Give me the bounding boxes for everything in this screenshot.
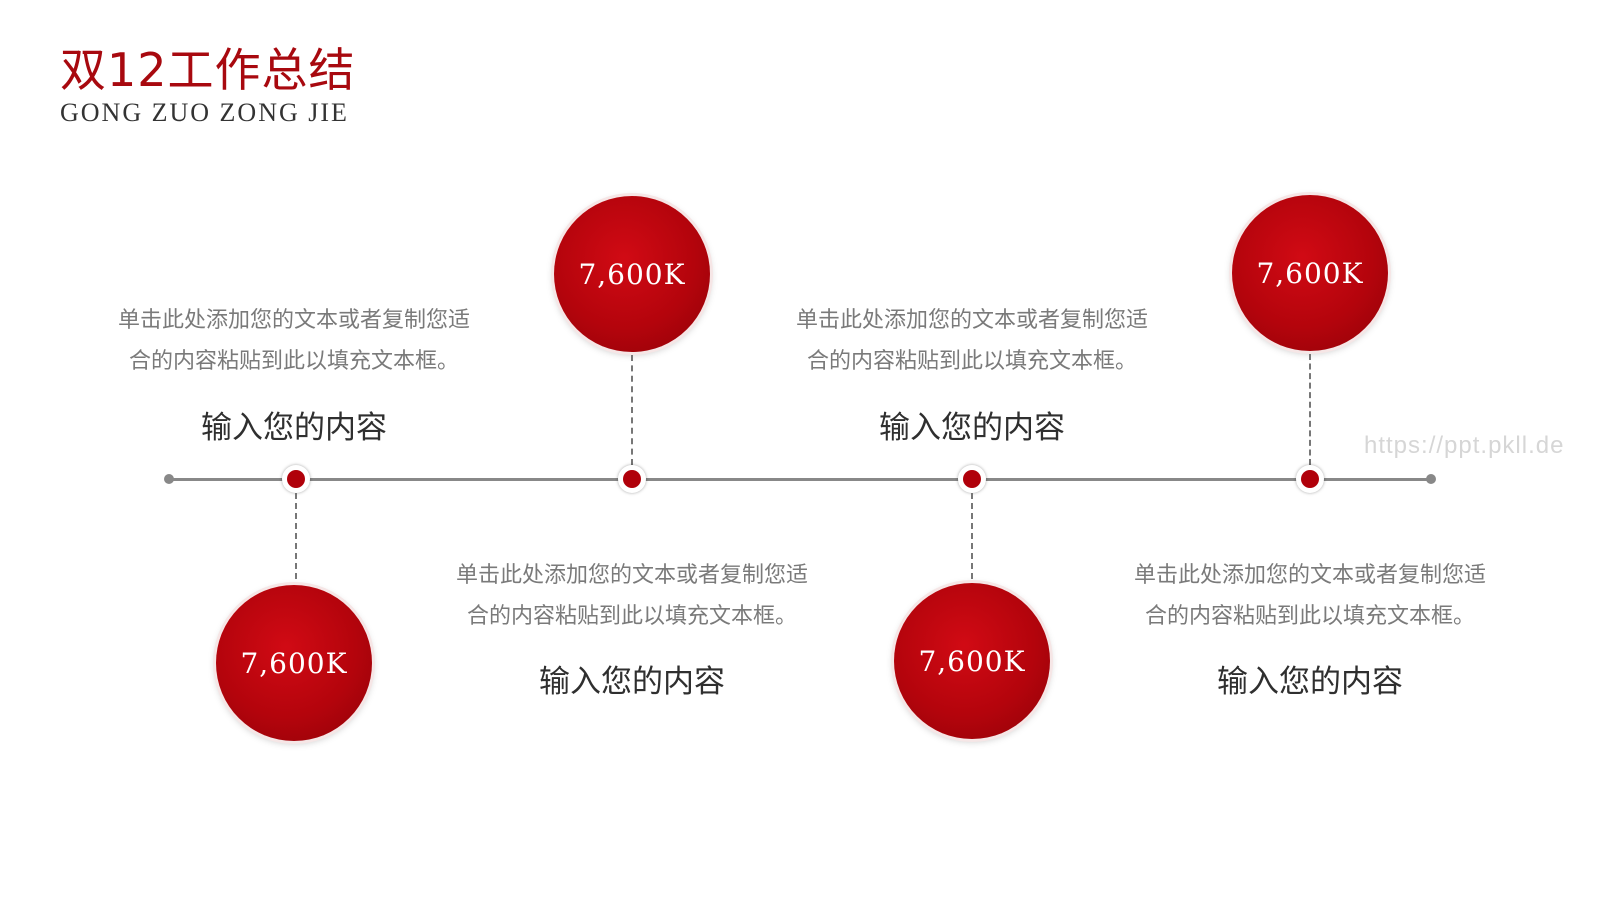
timeline-item-2-value-bubble: 7,600K [554, 196, 710, 352]
connector-line-4 [1309, 354, 1311, 465]
value-label: 7,600K [1256, 256, 1364, 290]
description-line: 合的内容粘贴到此以填充文本框。 [466, 604, 797, 629]
timeline-axis [170, 478, 1430, 481]
timeline-item-4-value-bubble: 7,600K [1232, 195, 1388, 351]
description-line: 合的内容粘贴到此以填充文本框。 [1144, 604, 1475, 629]
description-line: 合的内容粘贴到此以填充文本框。 [128, 349, 459, 374]
timeline-node-1 [282, 465, 310, 493]
watermark-text: https://ppt.pkll.de [1364, 432, 1565, 459]
connector-line-2 [631, 355, 633, 465]
description-line: 单击此处添加您的文本或者复制您适 [1133, 563, 1486, 588]
timeline-end-dot [1426, 474, 1436, 484]
timeline-item-4-heading: 输入您的内容 [1217, 664, 1403, 700]
connector-line-1 [295, 493, 297, 579]
timeline-start-dot [164, 474, 174, 484]
timeline-item-4-description: 单击此处添加您的文本或者复制您适 合的内容粘贴到此以填充文本框。 [1100, 555, 1520, 637]
connector-line-3 [971, 493, 973, 579]
value-label: 7,600K [918, 644, 1026, 678]
timeline-node-4 [1296, 465, 1324, 493]
description-line: 单击此处添加您的文本或者复制您适 [455, 563, 808, 588]
page-title: 双12工作总结 [60, 43, 356, 97]
timeline-item-3-heading: 输入您的内容 [879, 410, 1065, 446]
timeline-item-1-description: 单击此处添加您的文本或者复制您适 合的内容粘贴到此以填充文本框。 [84, 300, 504, 382]
timeline-item-3-description: 单击此处添加您的文本或者复制您适 合的内容粘贴到此以填充文本框。 [762, 300, 1182, 382]
timeline-item-1-value-bubble: 7,600K [216, 585, 372, 741]
timeline-item-2-heading: 输入您的内容 [539, 664, 725, 700]
timeline-item-3-value-bubble: 7,600K [894, 583, 1050, 739]
timeline-item-1-heading: 输入您的内容 [201, 410, 387, 446]
timeline-node-3 [958, 465, 986, 493]
timeline-node-2 [618, 465, 646, 493]
description-line: 合的内容粘贴到此以填充文本框。 [806, 349, 1137, 374]
description-line: 单击此处添加您的文本或者复制您适 [117, 308, 470, 333]
timeline-item-2-description: 单击此处添加您的文本或者复制您适 合的内容粘贴到此以填充文本框。 [422, 555, 842, 637]
value-label: 7,600K [240, 646, 348, 680]
description-line: 单击此处添加您的文本或者复制您适 [795, 308, 1148, 333]
value-label: 7,600K [578, 257, 686, 291]
page-subtitle: GONG ZUO ZONG JIE [60, 98, 349, 127]
